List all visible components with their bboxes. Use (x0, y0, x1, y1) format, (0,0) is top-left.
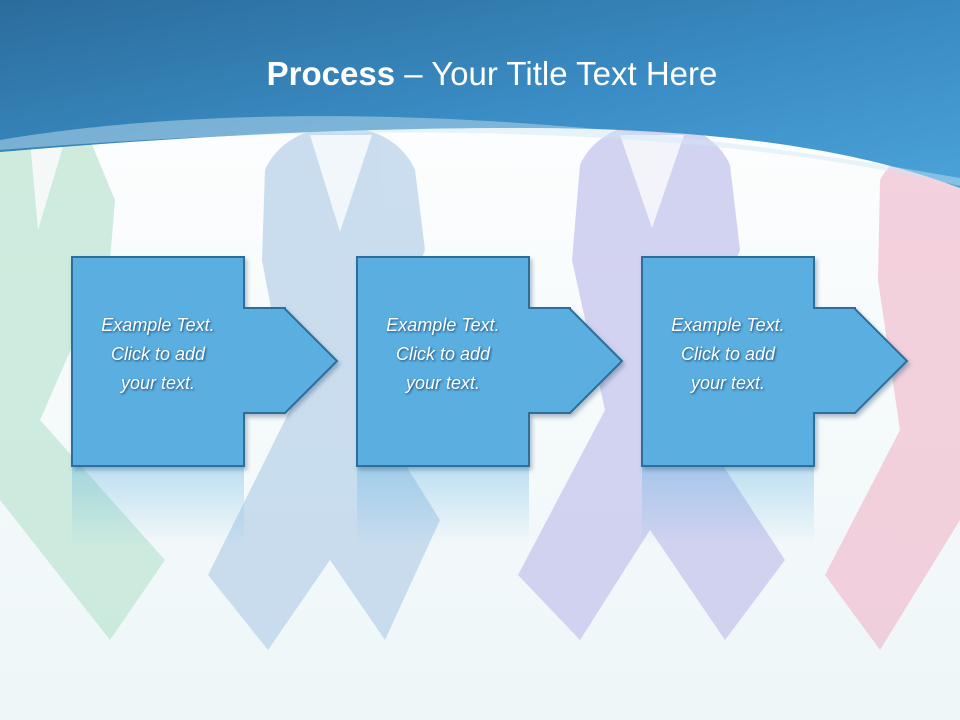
title-bold-part: Process (266, 55, 396, 92)
step-line-1: Example Text. (101, 315, 215, 335)
process-step-2[interactable] (356, 256, 624, 467)
process-step-3[interactable] (641, 256, 909, 467)
process-step-2-text[interactable]: Example Text. Click to add your text. (357, 311, 529, 398)
header-swoosh (0, 116, 960, 186)
step-line-3: your text. (690, 373, 766, 393)
header-band (0, 0, 960, 188)
step-line-2: Click to add (680, 344, 776, 364)
step-line-2: Click to add (110, 344, 206, 364)
process-step-1-text[interactable]: Example Text. Click to add your text. (72, 311, 244, 398)
box-reflection-3 (642, 467, 814, 545)
step-line-1: Example Text. (386, 315, 500, 335)
step-line-3: your text. (405, 373, 481, 393)
ribbon-pink (825, 148, 960, 650)
step-line-3: your text. (120, 373, 196, 393)
slide-title[interactable]: Process – Your Title Text Here (0, 52, 960, 96)
title-rest-part: – Your Title Text Here (395, 55, 718, 92)
process-step-1[interactable] (71, 256, 339, 467)
box-reflection-1 (72, 467, 244, 545)
step-line-1: Example Text. (671, 315, 785, 335)
process-step-3-text[interactable]: Example Text. Click to add your text. (642, 311, 814, 398)
box-reflection-2 (357, 467, 529, 545)
step-line-2: Click to add (395, 344, 491, 364)
ribbon-green (0, 118, 165, 640)
